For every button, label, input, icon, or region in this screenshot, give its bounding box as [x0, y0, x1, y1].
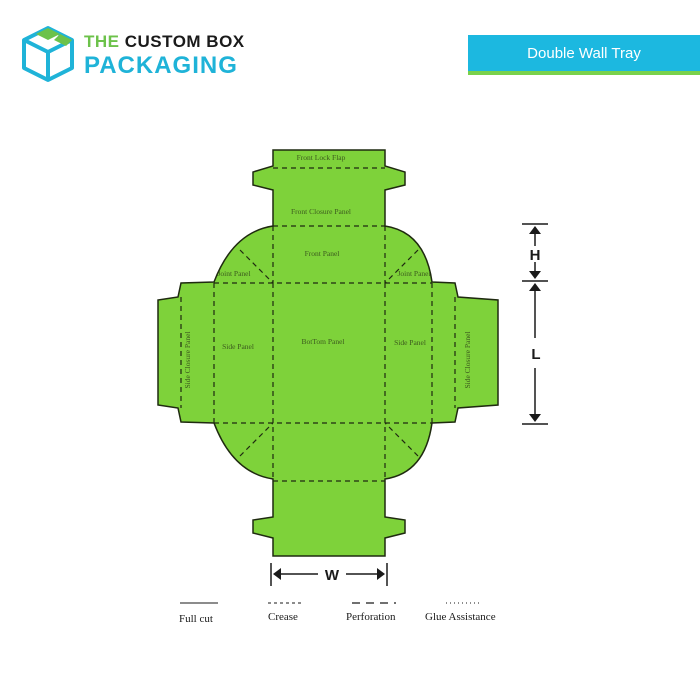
banner-underline: [468, 71, 700, 75]
side-closure-left-label: Side Closure Panel: [183, 331, 192, 388]
box-logo-icon: [22, 26, 74, 82]
dimension-width: [270, 563, 388, 586]
dimension-length: [522, 283, 548, 425]
legend-perforation-label: Perforation: [346, 611, 396, 623]
front-panel-label: Front Panel: [305, 249, 340, 258]
legend-crease-label: Crease: [268, 611, 298, 623]
height-label: H: [530, 247, 541, 264]
width-label: W: [325, 567, 340, 584]
brand-line-2: PACKAGING: [84, 52, 238, 79]
legend-full-cut-label: Full cut: [179, 613, 213, 625]
brand-the: THE: [84, 32, 120, 51]
joint-panel-left-label: Joint Panel: [217, 269, 250, 278]
front-lock-flap-label: Front Lock Flap: [297, 153, 346, 162]
crease-lines: [180, 167, 456, 482]
dieline-outline: [157, 149, 499, 557]
legend-glue-label: Glue Assistance: [425, 611, 496, 623]
side-panel-right-label: Side Panel: [394, 338, 426, 347]
product-title-banner: Double Wall Tray: [468, 35, 700, 71]
side-panel-left-label: Side Panel: [222, 342, 254, 351]
length-label: L: [531, 346, 540, 363]
bottom-panel-label: BotTom Panel: [301, 337, 344, 346]
dimension-height: [522, 223, 548, 282]
brand-name: CUSTOM BOX: [124, 32, 245, 51]
legend: Full cut Crease Perforation Glue Assista…: [179, 602, 496, 625]
side-closure-right-label: Side Closure Panel: [463, 331, 472, 388]
joint-panel-right-label: Joint Panel: [397, 269, 430, 278]
front-closure-panel-label: Front Closure Panel: [291, 207, 351, 216]
brand-logo: THE CUSTOM BOX PACKAGING: [20, 24, 260, 84]
brand-line-1: THE CUSTOM BOX: [84, 32, 245, 52]
